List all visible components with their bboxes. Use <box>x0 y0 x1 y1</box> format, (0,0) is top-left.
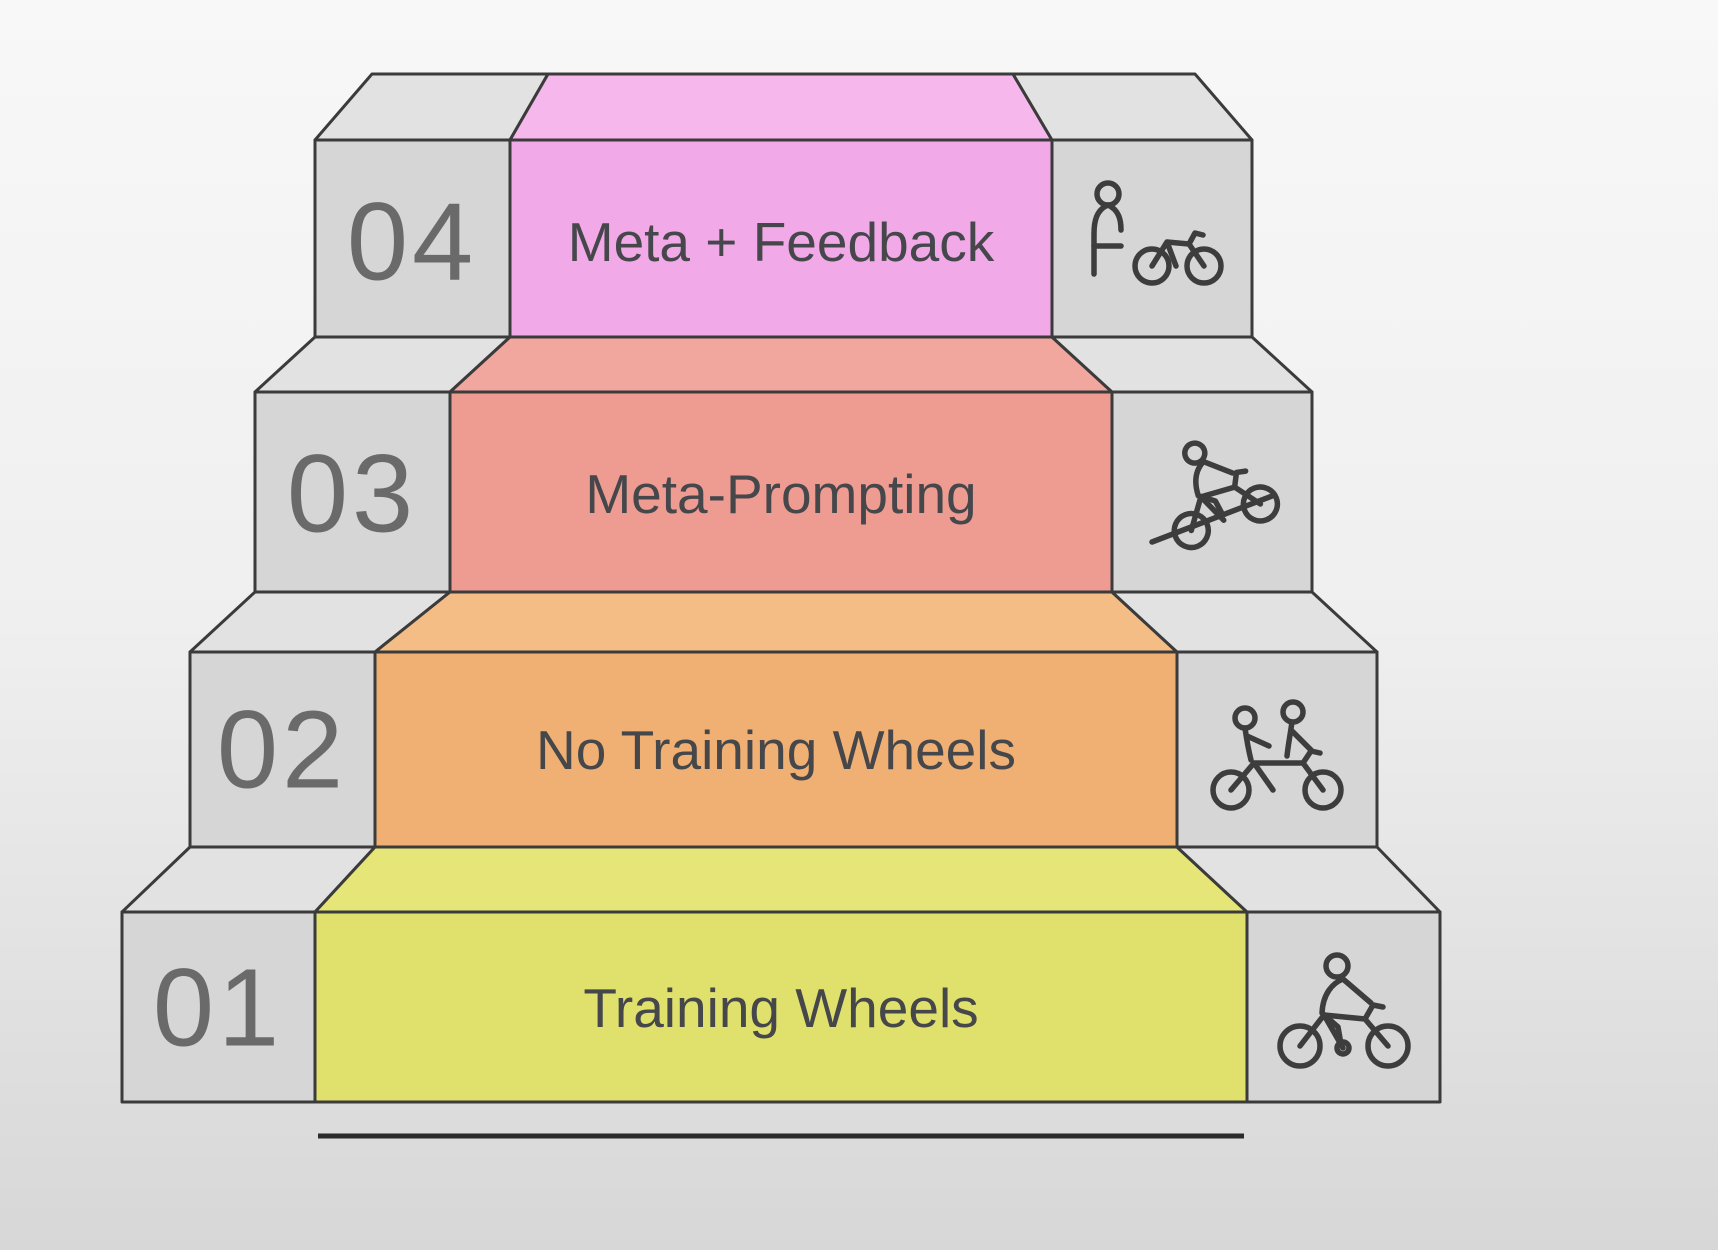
step-front-left-face <box>188 650 377 849</box>
step-front-center-face <box>313 910 1249 1104</box>
step-top-center-face <box>448 335 1114 394</box>
step-top-center-face <box>508 72 1054 142</box>
step-number: 03 <box>287 433 417 556</box>
step-top-left-face <box>313 72 550 142</box>
step-label: Training Wheels <box>583 977 978 1039</box>
person-with-bike-icon <box>1091 180 1224 286</box>
step-04: 04 Meta + Feedback <box>313 72 1254 339</box>
step-front-center-face <box>448 390 1114 594</box>
step-front-right-face <box>1245 910 1442 1104</box>
cyclist-riding-icon <box>1277 952 1411 1069</box>
step-01: 01 Training Wheels <box>120 845 1442 1104</box>
step-02: 02 No Training Wheels <box>188 590 1379 849</box>
step-label: Meta-Prompting <box>585 463 976 525</box>
step-top-center-face <box>313 845 1249 914</box>
step-top-right-face <box>1011 72 1254 142</box>
step-front-right-face <box>1175 650 1379 849</box>
step-front-center-face <box>508 138 1054 339</box>
step-number: 04 <box>347 181 477 304</box>
step-front-left-face <box>313 138 512 339</box>
step-number: 02 <box>217 689 347 812</box>
step-front-right-face <box>1050 138 1254 339</box>
cyclist-uphill-icon <box>1149 440 1281 551</box>
assisted-rider-icon <box>1210 699 1344 811</box>
step-front-right-face <box>1110 390 1314 594</box>
step-front-left-face <box>120 910 317 1104</box>
step-03: 03 Meta-Prompting <box>253 335 1314 594</box>
step-top-center-face <box>373 590 1179 654</box>
step-label: No Training Wheels <box>536 719 1016 781</box>
step-front-left-face <box>253 390 452 594</box>
step-number: 01 <box>153 947 283 1070</box>
step-label: Meta + Feedback <box>568 211 995 273</box>
